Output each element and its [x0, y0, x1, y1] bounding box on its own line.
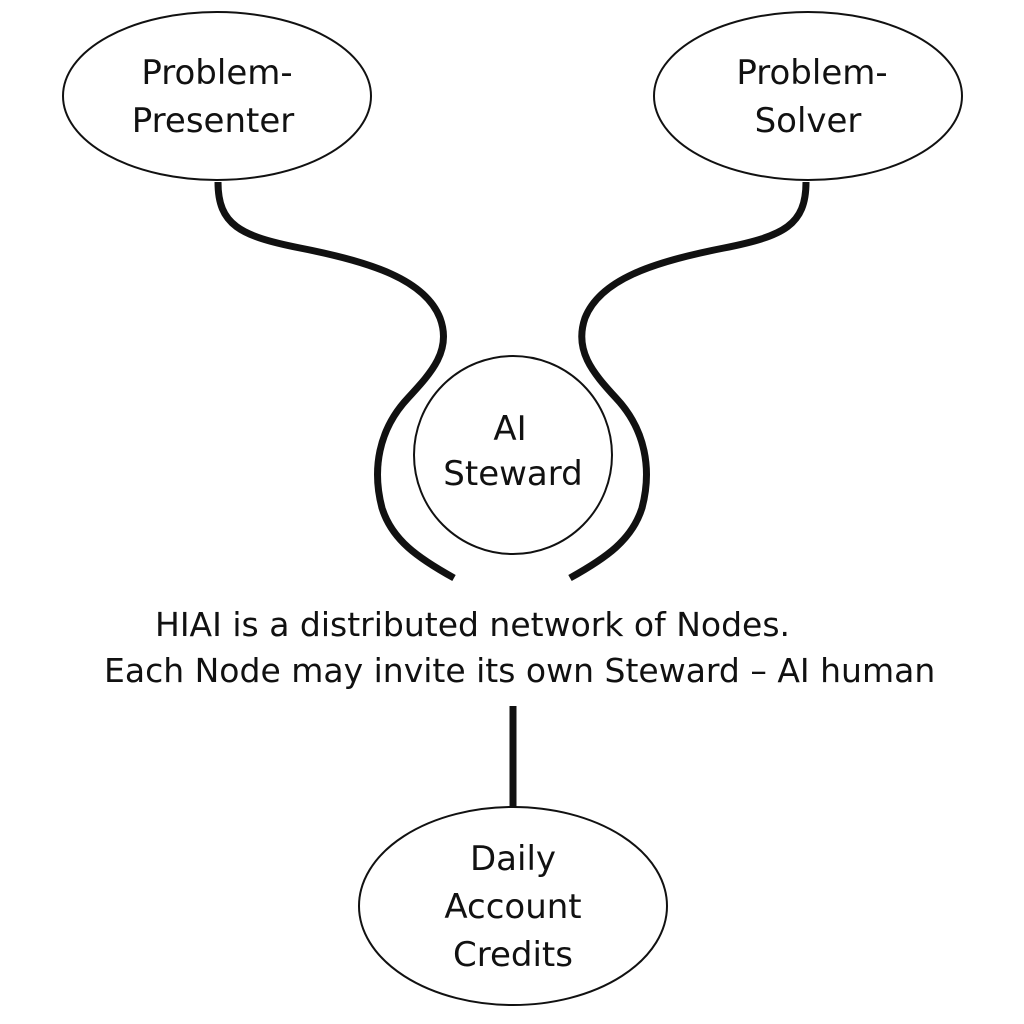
problem-solver-label-line1: Problem- — [736, 53, 887, 93]
problem-solver-label-line2: Solver — [755, 101, 862, 141]
ai-steward-node: AI Steward — [413, 355, 613, 555]
caption-line-1: HIAI is a distributed network of Nodes. — [155, 605, 790, 644]
ai-steward-circle — [413, 355, 613, 555]
ai-steward-label-line2: Steward — [443, 454, 582, 494]
problem-solver-ellipse — [653, 11, 963, 181]
caption-line-2: Each Node may invite its own Steward – A… — [104, 651, 935, 690]
problem-presenter-label-line1: Problem- — [141, 53, 292, 93]
daily-account-credits-ellipse — [358, 806, 668, 1006]
daily-account-credits-label-line2: Account — [444, 887, 581, 927]
problem-presenter-ellipse — [62, 11, 372, 181]
solver-connector — [568, 181, 810, 582]
daily-account-credits-node: Daily Account Credits — [358, 806, 668, 1006]
daily-account-credits-label-line3: Credits — [453, 935, 573, 975]
problem-solver-node: Problem- Solver — [653, 11, 963, 181]
problem-presenter-label-line2: Presenter — [132, 101, 294, 141]
presenter-connector — [214, 181, 456, 582]
ai-steward-label-line1: AI — [493, 409, 526, 449]
problem-presenter-node: Problem- Presenter — [62, 11, 372, 181]
daily-account-credits-label-line1: Daily — [470, 839, 556, 879]
